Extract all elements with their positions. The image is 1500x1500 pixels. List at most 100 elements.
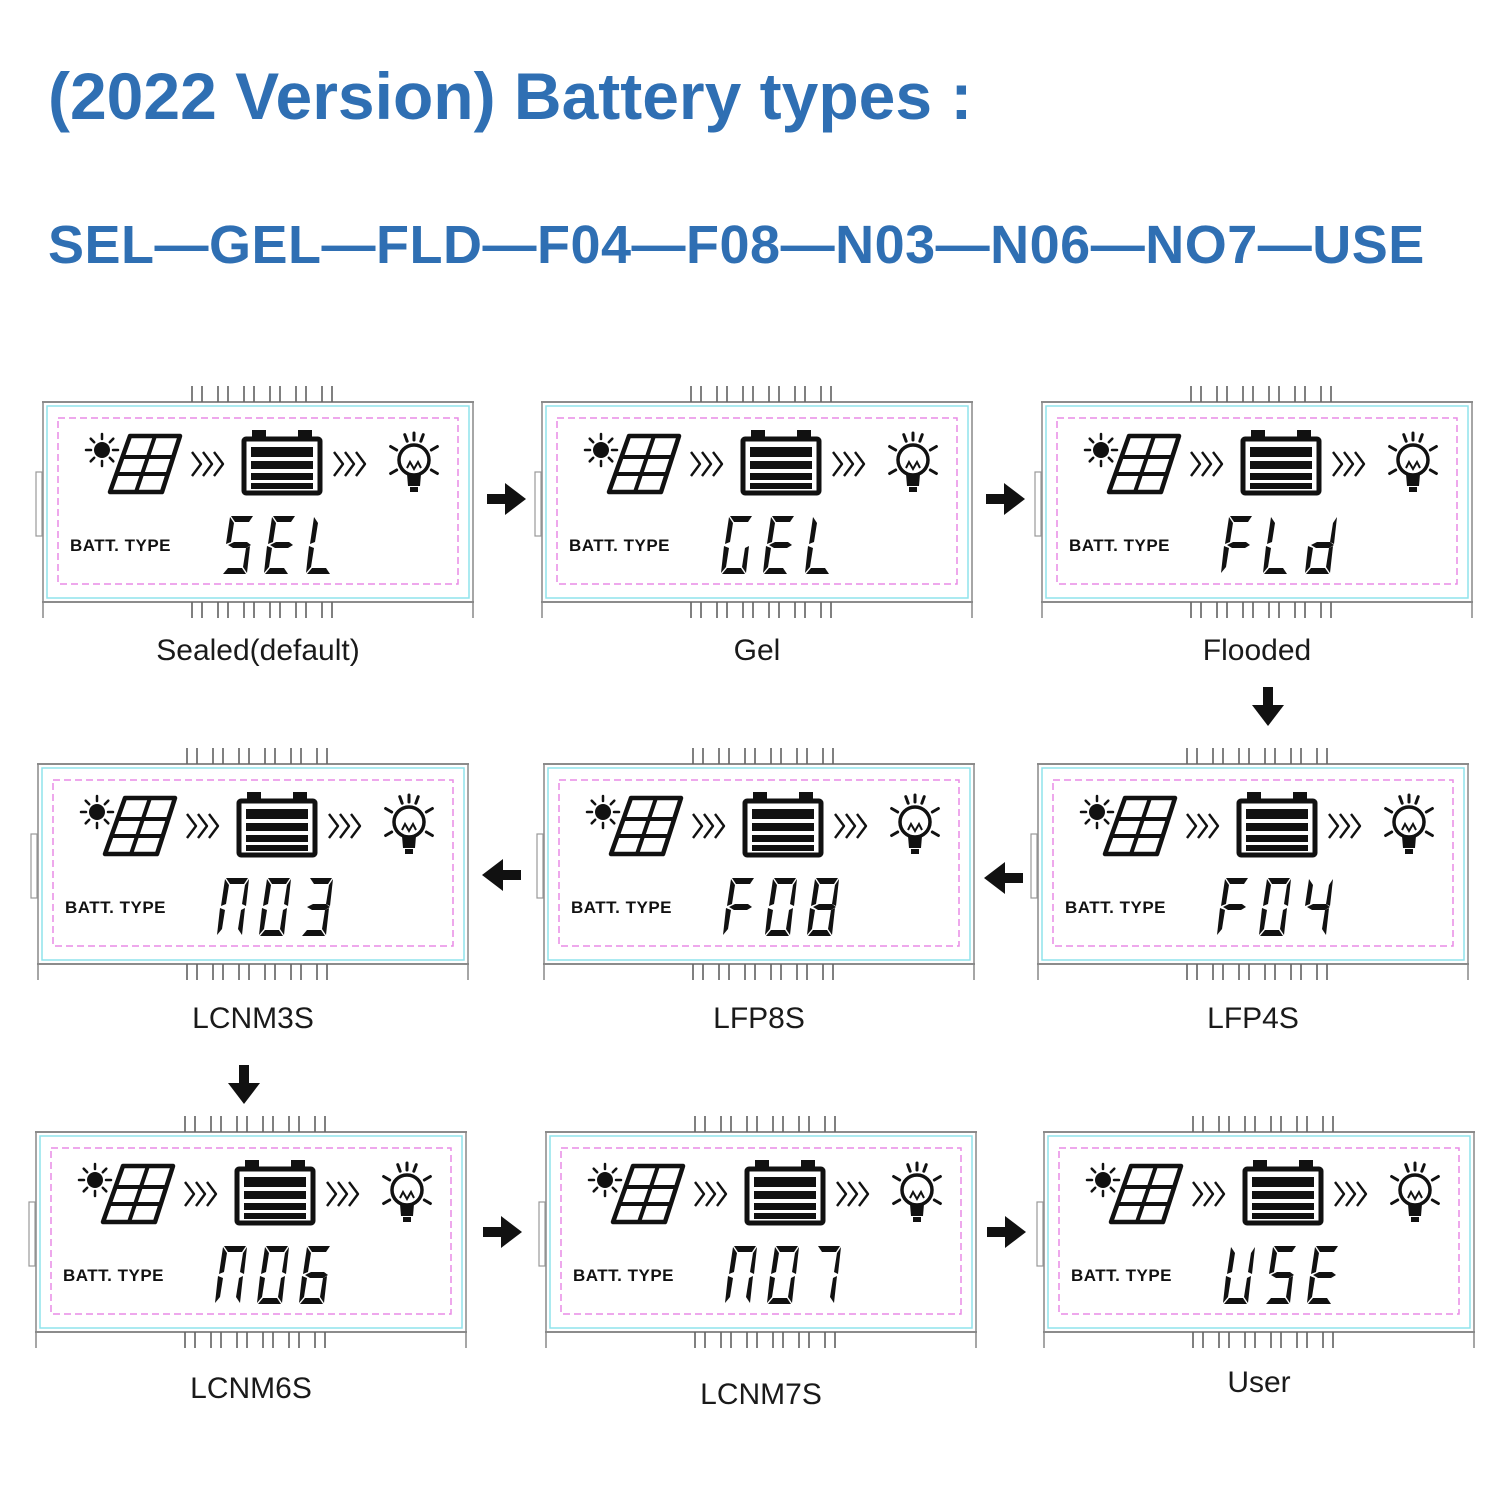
lcd-caption: Flooded	[1202, 634, 1312, 667]
load-flow-icon	[836, 1181, 870, 1207]
lcd-display: BATT. TYPE	[534, 386, 973, 618]
batt-type-label: BATT. TYPE	[569, 536, 670, 555]
lcd-screen-n03: BATT. TYPE LCNM3S	[30, 748, 469, 1035]
page-title: (2022 Version) Battery types :	[48, 59, 973, 133]
lcd-digit-E	[763, 516, 794, 574]
solar-panel-icon	[107, 433, 183, 495]
lightbulb-icon	[384, 793, 434, 854]
sun-icon	[1083, 432, 1119, 468]
load-flow-icon	[834, 813, 868, 839]
sun-icon	[587, 1162, 623, 1198]
connector-pins	[692, 964, 834, 980]
connector-pins	[184, 1332, 326, 1348]
batt-type-label: BATT. TYPE	[63, 1266, 164, 1285]
battery-icon	[236, 792, 318, 858]
lcd-caption: LCNM3S	[192, 1002, 314, 1035]
battery-icon	[1236, 792, 1318, 858]
connector-pins	[191, 602, 333, 618]
load-flow-icon	[328, 813, 362, 839]
lcd-code-digits	[1217, 878, 1333, 936]
charge-flow-icon	[1186, 813, 1220, 839]
battery-icon	[234, 1160, 316, 1226]
lcd-digit-L	[1263, 517, 1287, 574]
charge-flow-icon	[1190, 451, 1224, 477]
arrow-right-icon	[984, 1210, 1028, 1254]
lcd-digit-S	[1266, 1246, 1296, 1304]
sun-icon	[1085, 1162, 1121, 1198]
charge-flow-icon	[184, 1181, 218, 1207]
connector-pins	[694, 1116, 836, 1132]
connector-pins	[1192, 1116, 1334, 1132]
lightbulb-icon	[890, 793, 940, 854]
lcd-digit-N	[725, 1246, 757, 1303]
lcd-digit-7	[818, 1246, 841, 1303]
sun-icon	[583, 432, 619, 468]
connector-pins	[1192, 1332, 1334, 1348]
lcd-display: BATT. TYPE	[536, 748, 975, 980]
arrow-down-icon	[222, 1062, 266, 1106]
lcd-digit-F	[1221, 516, 1252, 573]
lcd-code-digits	[725, 1246, 841, 1304]
lcd-screen-fld: BATT. TYPE Flooded	[1034, 386, 1473, 667]
charge-flow-icon	[692, 813, 726, 839]
lcd-code-digits	[215, 1246, 330, 1304]
connector-pins	[690, 602, 832, 618]
lcd-display: BATT. TYPE	[30, 748, 469, 980]
lcd-digit-L	[805, 517, 829, 574]
connector-pins	[191, 386, 333, 402]
lcd-digit-0	[1259, 878, 1291, 936]
lcd-code-digits	[723, 878, 839, 936]
load-flow-icon	[1328, 813, 1362, 839]
arrow-down-icon	[1246, 684, 1290, 728]
lcd-digit-d	[1305, 517, 1337, 574]
lcd-caption: LFP4S	[1207, 1002, 1299, 1035]
arrow-right-icon	[484, 477, 528, 521]
sun-icon	[77, 1162, 113, 1198]
load-flow-icon	[326, 1181, 360, 1207]
lcd-caption: Sealed(default)	[156, 634, 360, 667]
lcd-digit-E	[264, 516, 295, 574]
lcd-display: BATT. TYPE	[1036, 1116, 1475, 1348]
connector-pins	[1186, 748, 1328, 764]
lcd-code-digits	[1223, 1246, 1338, 1304]
lightbulb-icon	[1384, 793, 1434, 854]
battery-type-sequence: SEL—GEL—FLD—F04—F08—N03—N06—NO7—USE	[48, 215, 1425, 275]
connector-pins	[184, 1116, 326, 1132]
load-flow-icon	[1334, 1181, 1368, 1207]
batt-type-label: BATT. TYPE	[70, 536, 171, 555]
connector-pins	[186, 964, 328, 980]
lcd-display: BATT. TYPE	[28, 1116, 467, 1348]
sun-icon	[84, 432, 120, 468]
lcd-display: BATT. TYPE	[1034, 386, 1473, 618]
lcd-caption: LCNM6S	[190, 1372, 312, 1405]
solar-panel-icon	[100, 1163, 176, 1225]
solar-panel-icon	[608, 795, 684, 857]
load-flow-icon	[832, 451, 866, 477]
arrow-left-icon	[480, 853, 524, 897]
arrow-right-icon	[480, 1210, 524, 1254]
lcd-digit-G	[721, 516, 752, 574]
battery-icon	[1242, 1160, 1324, 1226]
lcd-digit-8	[807, 878, 839, 936]
lightbulb-icon	[1388, 431, 1438, 492]
batt-type-label: BATT. TYPE	[1069, 536, 1170, 555]
solar-panel-icon	[1108, 1163, 1184, 1225]
lcd-screen-n06: BATT. TYPE LCNM6S	[28, 1116, 467, 1405]
sun-icon	[585, 794, 621, 830]
lcd-digit-0	[765, 878, 797, 936]
connector-pins	[1190, 602, 1332, 618]
lcd-digit-6	[299, 1246, 330, 1304]
lcd-digit-0	[767, 1246, 799, 1304]
batt-type-label: BATT. TYPE	[573, 1266, 674, 1285]
lcd-digit-F	[1217, 878, 1248, 935]
solar-panel-icon	[1102, 795, 1178, 857]
lightbulb-icon	[1390, 1161, 1440, 1222]
lcd-digit-S	[223, 516, 253, 574]
connector-pins	[1190, 386, 1332, 402]
battery-icon	[742, 792, 824, 858]
solar-panel-icon	[102, 795, 178, 857]
